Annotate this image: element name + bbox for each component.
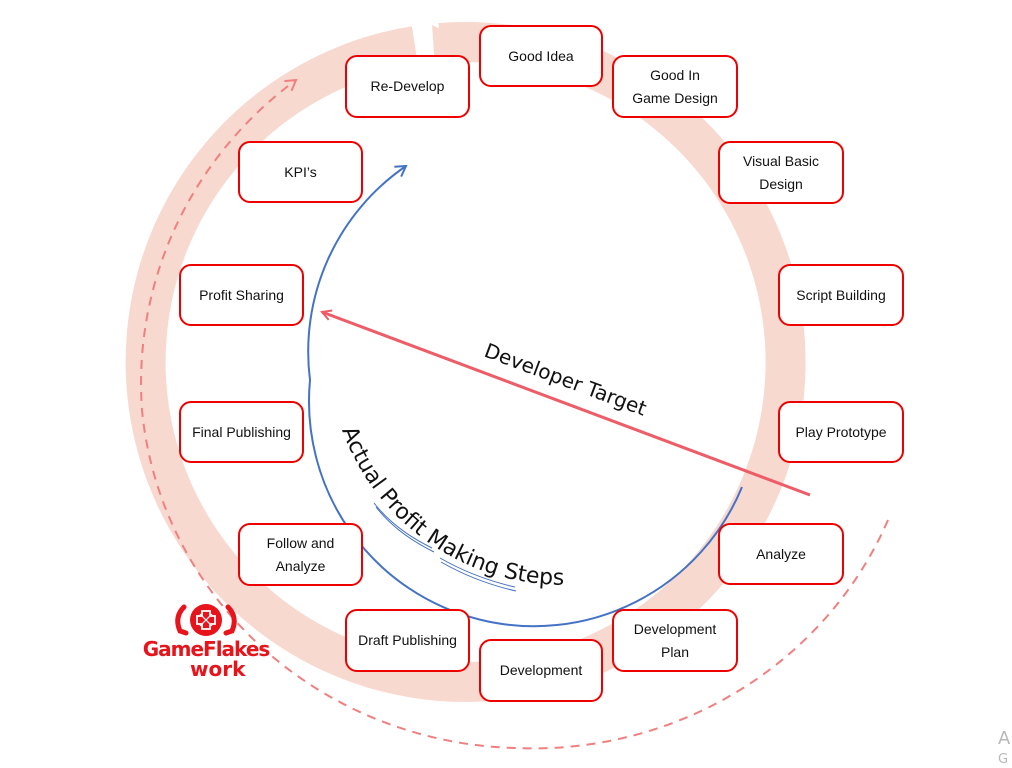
watermark-line2: G xyxy=(998,752,1009,767)
step-good-in-game-design[interactable]: Good In Game Design xyxy=(612,55,738,118)
step-good-idea[interactable]: Good Idea xyxy=(479,25,603,87)
step-label: Follow and Analyze xyxy=(266,534,335,574)
developer-target-arrow xyxy=(322,312,811,497)
watermark-line1: A xyxy=(998,728,1011,749)
step-label: Good In Game Design xyxy=(632,66,718,106)
step-label: Final Publishing xyxy=(192,423,291,440)
logo-subname: work xyxy=(190,657,246,681)
step-visual-basic-design[interactable]: Visual Basic Design xyxy=(718,141,844,204)
step-label: Draft Publishing xyxy=(358,632,457,648)
underline-decoration xyxy=(440,561,517,592)
step-re-develop[interactable]: Re-Develop xyxy=(345,55,470,118)
developer-target-label: Developer Target xyxy=(481,338,650,420)
step-follow-and-analyze[interactable]: Follow and Analyze xyxy=(238,523,363,586)
gamepad-icon xyxy=(175,604,237,636)
step-label: Visual Basic Design xyxy=(742,152,819,192)
step-analyze[interactable]: Analyze xyxy=(718,523,844,585)
underline-decoration xyxy=(439,557,516,588)
actual-steps-label: Actual Profit Making Steps xyxy=(336,423,564,591)
step-label: Good Idea xyxy=(508,47,574,64)
underline-decoration xyxy=(375,506,435,553)
step-label: Re-Develop xyxy=(370,78,445,94)
gameflakes-logo: GameFlakes work xyxy=(140,603,272,683)
step-development[interactable]: Development xyxy=(479,639,603,702)
step-play-prototype[interactable]: Play Prototype xyxy=(778,401,904,463)
logo-name: GameFlakes xyxy=(142,637,271,661)
step-label: Analyze xyxy=(756,545,806,562)
step-development-plan[interactable]: Development Plan xyxy=(612,609,738,672)
actual-steps-label-path: Actual Profit Making Steps xyxy=(336,423,564,591)
step-label: KPI’s xyxy=(284,163,317,180)
step-label: Play Prototype xyxy=(795,423,887,440)
step-label: Development Plan xyxy=(633,620,717,660)
step-kpis[interactable]: KPI’s xyxy=(238,141,363,203)
step-profit-sharing[interactable]: Profit Sharing xyxy=(179,264,304,326)
step-label: Script Building xyxy=(796,286,886,303)
actual-steps-arrow xyxy=(307,164,743,628)
cycle-ring xyxy=(125,22,806,702)
step-label: Development xyxy=(499,662,583,678)
underline-decoration xyxy=(373,502,433,549)
step-script-building[interactable]: Script Building xyxy=(778,264,904,326)
step-draft-publishing[interactable]: Draft Publishing xyxy=(345,609,470,672)
step-label: Profit Sharing xyxy=(199,286,284,303)
step-final-publishing[interactable]: Final Publishing xyxy=(179,401,304,463)
